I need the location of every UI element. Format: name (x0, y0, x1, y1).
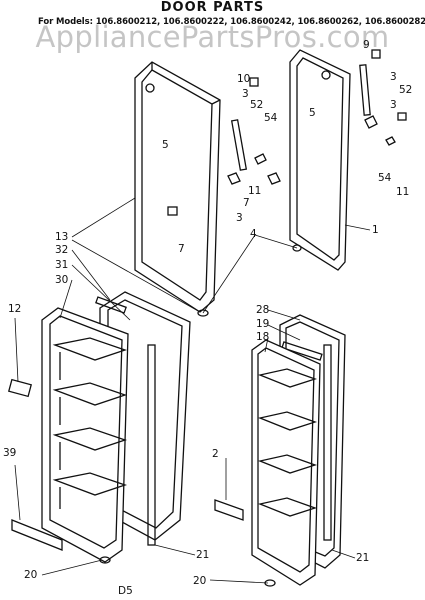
callout-32: 32 (55, 244, 68, 256)
callout-18: 18 (256, 331, 269, 343)
callout-3b: 3 (390, 71, 397, 83)
diagram-title: DOOR PARTS (160, 0, 265, 15)
part-39-shelf-bar (11, 519, 63, 551)
hinge-block-right (364, 115, 378, 129)
callout-5b: 5 (309, 107, 316, 119)
part-5-left (145, 83, 155, 93)
callout-3c: 3 (390, 99, 397, 111)
callout-4: 4 (250, 228, 257, 240)
callout-31: 31 (55, 259, 68, 271)
hinge-block-mid (267, 172, 281, 185)
callout-11b: 11 (396, 186, 409, 198)
models-line: For Models: 106.8600212, 106.8600222, 10… (38, 17, 425, 27)
callout-1: 1 (372, 224, 379, 236)
right-door-liner (251, 339, 321, 586)
hinge-bar-left (230, 119, 248, 171)
callout-52b: 52 (399, 84, 412, 96)
callout-52a: 52 (250, 99, 263, 111)
right-door-outer (289, 49, 351, 271)
part-54-right (385, 136, 396, 146)
callout-13: 13 (55, 231, 68, 243)
callout-9: 9 (363, 39, 370, 51)
callout-30: 30 (55, 274, 68, 286)
callout-20b: 20 (193, 575, 206, 587)
left-door-outer (134, 61, 221, 313)
callout-11a: 11 (248, 185, 261, 197)
callout-3a: 3 (242, 88, 249, 100)
callout-21b: 21 (356, 552, 369, 564)
part-9 (371, 49, 381, 59)
callout-39: 39 (3, 447, 16, 459)
callout-54b: 54 (378, 172, 392, 184)
left-top-strip (95, 296, 127, 314)
callout-3d: 3 (236, 212, 243, 224)
callouts: 1 2 3 3 3 3 4 5 5 7 7 10 11 11 12 13 18 … (3, 39, 412, 597)
callout-10: 10 (237, 73, 250, 85)
callout-54a: 54 (264, 112, 278, 124)
callout-12: 12 (8, 303, 21, 315)
part-2-bar (214, 499, 244, 521)
part-7-latch (167, 206, 178, 216)
callout-7b: 7 (243, 197, 250, 209)
callout-7a: 7 (178, 243, 185, 255)
left-breaker-strip (147, 344, 156, 546)
part-4-right (292, 244, 302, 252)
hinge-block-left (227, 172, 241, 185)
callout-28: 28 (256, 304, 269, 316)
right-top-strip (281, 341, 323, 361)
callout-21a: 21 (196, 549, 209, 561)
part-10 (249, 77, 259, 87)
part-12 (7, 378, 33, 398)
hinge-bar-right (359, 64, 371, 116)
part-20-left-screw (99, 556, 111, 564)
callout-2: 2 (212, 448, 219, 460)
callout-20a: 20 (24, 569, 37, 581)
callout-19: 19 (256, 318, 269, 330)
part-3-right (397, 112, 407, 121)
right-breaker-strip (323, 344, 332, 541)
footer-code: D5 (118, 585, 133, 597)
part-5-right (321, 70, 331, 80)
left-door-liner (41, 307, 129, 563)
callout-5a: 5 (162, 139, 169, 151)
part-4-left (197, 309, 209, 317)
part-54-left (254, 153, 267, 165)
